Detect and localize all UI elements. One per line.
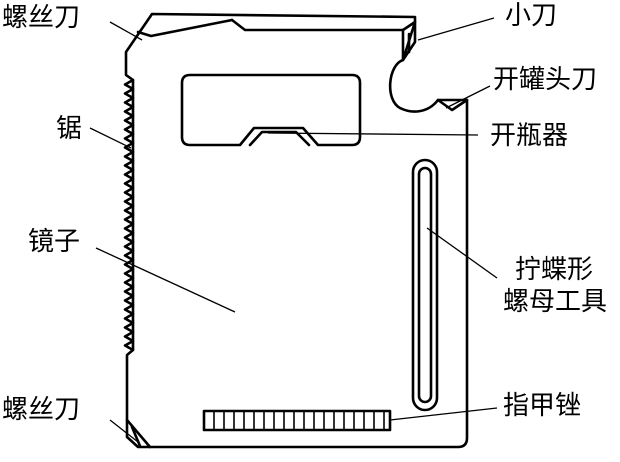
screwdriver-bottom-bevel bbox=[125, 418, 152, 449]
card-outline bbox=[124, 12, 469, 449]
nail-file bbox=[202, 409, 392, 432]
leader-wing-nut-tool bbox=[426, 227, 498, 279]
label-bottle-opener: 开瓶器 bbox=[490, 121, 568, 151]
screwdriver-top-bevel bbox=[136, 18, 234, 38]
label-knife: 小刀 bbox=[505, 1, 557, 31]
label-wing-nut-tool-line1: 拧蝶形 bbox=[515, 255, 593, 285]
knife-blade bbox=[401, 20, 417, 62]
leader-mirror bbox=[95, 247, 236, 313]
nail-file-hatching bbox=[213, 411, 385, 430]
leader-screwdriver-top bbox=[109, 21, 143, 41]
label-nail-file: 指甲锉 bbox=[503, 391, 581, 421]
bottle-opener-lip bbox=[248, 130, 311, 147]
top-edge-notch bbox=[230, 18, 405, 32]
label-screwdriver-top: 螺丝刀 bbox=[2, 3, 80, 33]
leader-screwdriver-bottom bbox=[109, 419, 139, 443]
screwdriver-bottom-bevel-inner bbox=[130, 425, 142, 448]
saw-teeth bbox=[123, 78, 135, 352]
wing-nut-slot-outer bbox=[411, 158, 439, 412]
leader-saw bbox=[89, 127, 132, 149]
label-wing-nut-tool-line2: 螺母工具 bbox=[503, 287, 607, 317]
label-can-opener: 开罐头刀 bbox=[493, 65, 597, 95]
wing-nut-slot-inner bbox=[417, 166, 433, 404]
leader-knife bbox=[417, 17, 495, 41]
leader-can-opener bbox=[445, 85, 491, 109]
leader-nail-file bbox=[389, 407, 498, 421]
bottle-opener-window bbox=[180, 73, 362, 147]
label-mirror: 镜子 bbox=[28, 227, 80, 257]
label-screwdriver-bottom: 螺丝刀 bbox=[2, 395, 80, 425]
label-saw: 锯 bbox=[56, 114, 82, 144]
can-opener-tip bbox=[436, 98, 469, 112]
leader-bottle-opener bbox=[267, 132, 479, 136]
